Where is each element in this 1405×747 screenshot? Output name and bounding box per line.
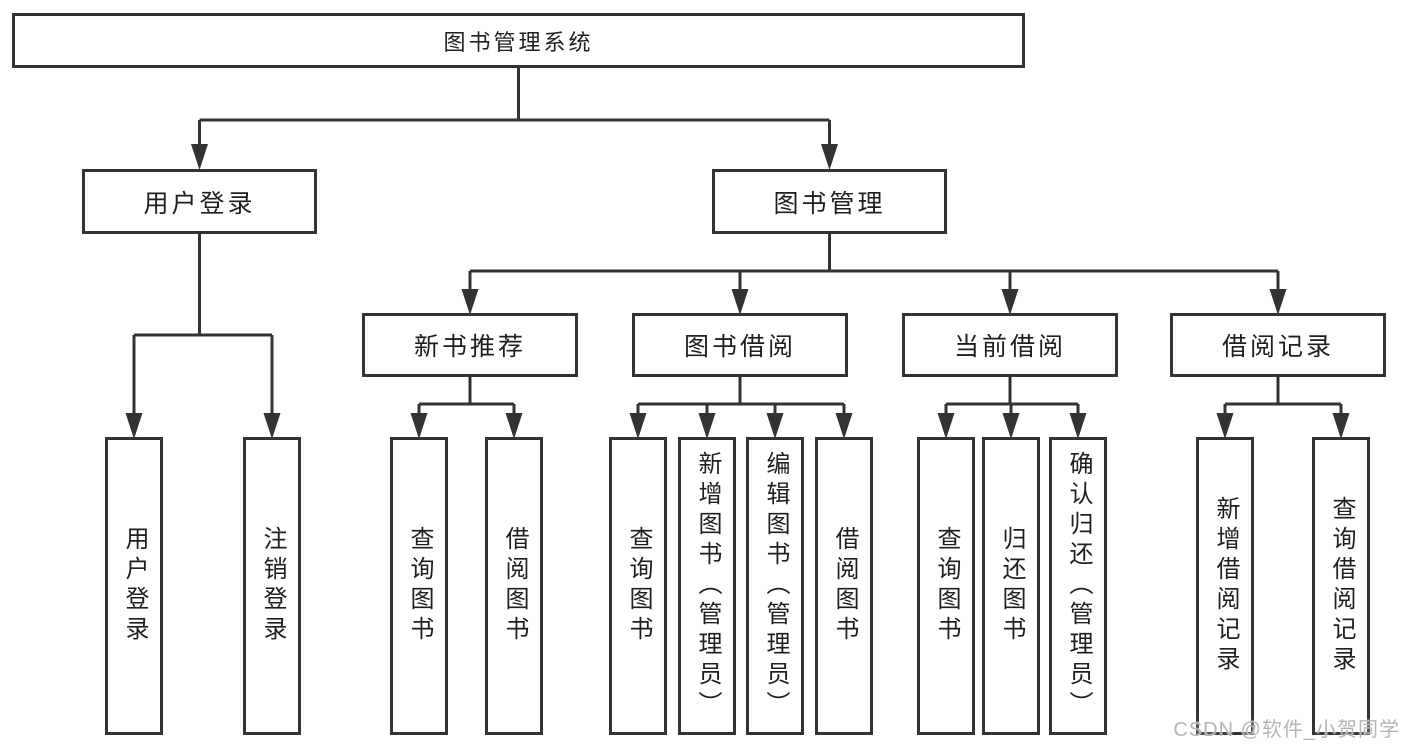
leaf-query-books-current: 查询图书	[917, 437, 975, 735]
node-current-borrowing: 当前借阅	[902, 313, 1118, 377]
leaf-edit-book-admin: 编辑图书（管理员）	[746, 437, 804, 735]
leaf-logout: 注销登录	[243, 437, 301, 735]
leaf-add-borrow-record: 新增借阅记录	[1196, 437, 1254, 735]
leaf-confirm-return-admin: 确认归还（管理员）	[1049, 437, 1107, 735]
leaf-borrow-books-borrow: 借阅图书	[815, 437, 873, 735]
leaf-query-borrow-record: 查询借阅记录	[1312, 437, 1370, 735]
node-book-borrowing: 图书借阅	[632, 313, 848, 377]
leaf-borrow-books-recommend: 借阅图书	[485, 437, 543, 735]
leaf-query-books-borrow: 查询图书	[609, 437, 667, 735]
leaf-user-login: 用户登录	[105, 437, 163, 735]
node-book-management: 图书管理	[712, 169, 947, 234]
leaf-add-book-admin: 新增图书（管理员）	[678, 437, 736, 735]
leaf-query-books-recommend: 查询图书	[390, 437, 448, 735]
csdn-watermark: CSDN @软件_小贺同学	[1173, 719, 1400, 741]
node-root-library-management-system: 图书管理系统	[12, 13, 1025, 68]
leaf-return-books: 归还图书	[982, 437, 1040, 735]
node-user-login: 用户登录	[82, 169, 317, 234]
node-borrowing-records: 借阅记录	[1170, 313, 1386, 377]
node-new-book-recommendation: 新书推荐	[362, 313, 578, 377]
